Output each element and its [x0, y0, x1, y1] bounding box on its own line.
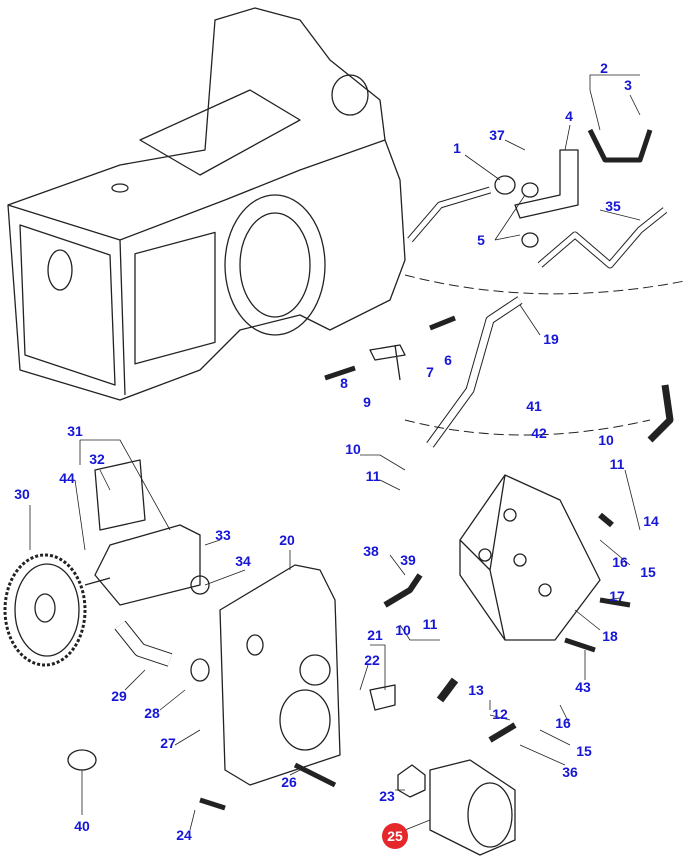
callout-24[interactable]: 24 — [176, 827, 192, 843]
callout-2[interactable]: 2 — [600, 60, 608, 76]
callout-35[interactable]: 35 — [605, 198, 621, 214]
callout-8[interactable]: 8 — [340, 375, 348, 391]
callout-32[interactable]: 32 — [89, 451, 105, 467]
callout-6[interactable]: 6 — [444, 352, 452, 368]
callout-30[interactable]: 30 — [14, 486, 30, 502]
callout-10[interactable]: 10 — [395, 622, 411, 638]
transmission-housing — [7, 7, 406, 401]
callout-17[interactable]: 17 — [609, 588, 625, 604]
callout-16[interactable]: 16 — [555, 715, 571, 731]
callout-21[interactable]: 21 — [367, 627, 383, 643]
callout-11[interactable]: 11 — [422, 616, 438, 632]
callout-1[interactable]: 1 — [453, 140, 461, 156]
callout-7[interactable]: 7 — [426, 364, 434, 380]
callout-15[interactable]: 15 — [576, 743, 592, 759]
callout-41[interactable]: 41 — [526, 398, 542, 414]
callout-13[interactable]: 13 — [468, 682, 484, 698]
callout-25[interactable]: 25 — [382, 823, 408, 849]
callout-11[interactable]: 11 — [365, 468, 381, 484]
callout-16[interactable]: 16 — [612, 554, 628, 570]
callout-18[interactable]: 18 — [602, 628, 618, 644]
callout-23[interactable]: 23 — [379, 788, 395, 804]
callout-26[interactable]: 26 — [281, 774, 297, 790]
callout-3[interactable]: 3 — [624, 77, 632, 93]
callout-37[interactable]: 37 — [489, 127, 505, 143]
oil-filter — [397, 759, 516, 856]
callout-39[interactable]: 39 — [400, 552, 416, 568]
control-valve-block — [459, 474, 601, 641]
callout-5[interactable]: 5 — [477, 232, 485, 248]
callout-44[interactable]: 44 — [59, 470, 75, 486]
callout-28[interactable]: 28 — [144, 705, 160, 721]
hoses — [114, 128, 668, 667]
callout-31[interactable]: 31 — [67, 423, 83, 439]
callout-14[interactable]: 14 — [643, 513, 659, 529]
callout-43[interactable]: 43 — [575, 679, 591, 695]
callout-20[interactable]: 20 — [279, 532, 295, 548]
callout-33[interactable]: 33 — [215, 527, 231, 543]
hydraulic-pump — [84, 459, 201, 606]
callout-11[interactable]: 11 — [609, 456, 625, 472]
callout-10[interactable]: 10 — [598, 432, 614, 448]
callout-12[interactable]: 12 — [492, 706, 508, 722]
callout-42[interactable]: 42 — [531, 425, 547, 441]
callout-27[interactable]: 27 — [160, 735, 176, 751]
gear — [3, 553, 87, 667]
callout-10[interactable]: 10 — [345, 441, 361, 457]
callout-22[interactable]: 22 — [364, 652, 380, 668]
callout-9[interactable]: 9 — [363, 394, 371, 410]
cover-plate — [219, 564, 341, 786]
callout-19[interactable]: 19 — [543, 331, 559, 347]
callout-40[interactable]: 40 — [74, 818, 90, 834]
callout-15[interactable]: 15 — [640, 564, 656, 580]
callout-29[interactable]: 29 — [111, 688, 127, 704]
callout-38[interactable]: 38 — [363, 543, 379, 559]
callout-34[interactable]: 34 — [235, 553, 251, 569]
callout-36[interactable]: 36 — [562, 764, 578, 780]
callout-4[interactable]: 4 — [565, 108, 573, 124]
small-parts — [67, 149, 674, 811]
leader-lines — [29, 74, 641, 831]
